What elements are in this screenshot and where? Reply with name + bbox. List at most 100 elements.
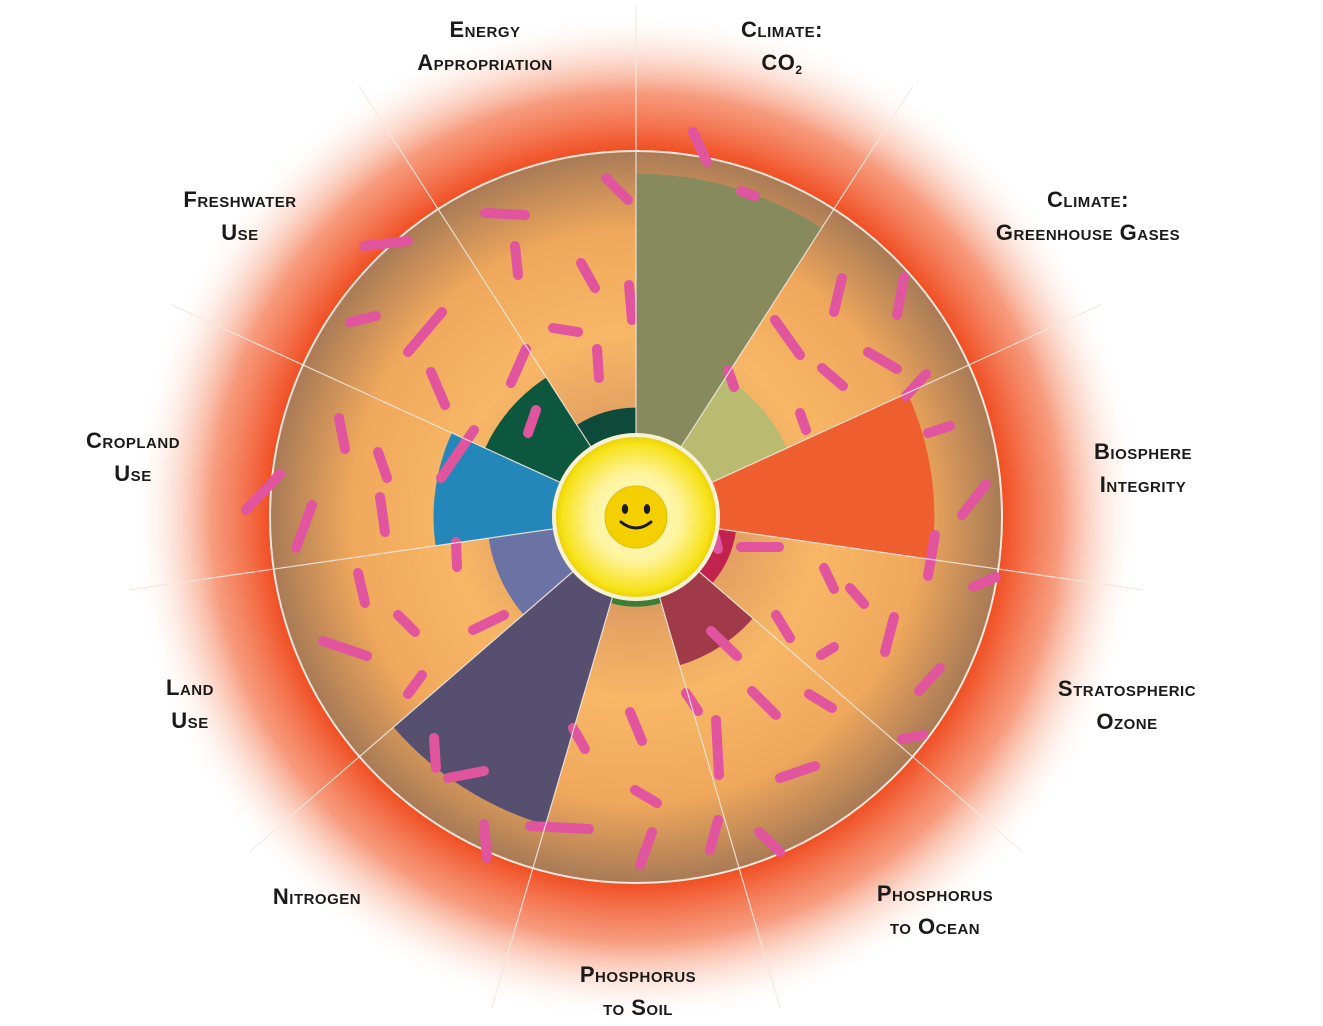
label-line: Biosphere [1094,439,1192,464]
pink-dash [436,425,479,483]
pink-dash [957,479,991,520]
pink-dash [429,733,441,773]
sector-divider [358,85,592,447]
label-phosphorus-soil: Phosphorus to Soil [580,958,696,1024]
sun-icon [552,433,720,601]
label-line: Nitrogen [272,884,362,909]
pink-dash [688,127,712,167]
label-line: Use [114,461,152,486]
pink-dash [426,367,450,410]
label-line: Land [166,675,214,700]
pink-dash [635,827,657,870]
pink-dash [863,347,902,374]
pink-dash [817,363,848,391]
pink-dash [568,723,590,754]
label-line: to Ocean [889,914,981,939]
wedge-cropland [433,432,560,546]
sector-divider [659,597,781,1009]
sector-divider [248,571,573,853]
pink-dash [923,530,940,581]
label-climate-co2: Climate: CO2 [741,13,823,87]
pink-dash [770,315,805,360]
label-phosphorus-ocean: Phosphorus to Ocean [877,877,993,943]
pink-dash [747,686,781,720]
sector-divider [699,571,1024,853]
label-line: Climate: [1047,187,1129,212]
label-line: Climate: [741,17,823,42]
pink-dash [480,208,530,220]
pink-dash [736,186,760,201]
pink-dash [819,563,839,594]
wedge-land-use [488,529,573,615]
pink-dash [353,568,370,608]
wedge-climate-ghg [681,377,787,483]
pink-dash [625,707,647,746]
pink-dash [479,819,492,863]
label-line: Phosphorus [579,962,697,987]
pink-dash [318,636,372,661]
pink-dash [845,583,869,609]
label-line: CO2 [761,50,803,77]
pink-dash [291,500,317,553]
pink-particle-dashes [241,127,1001,870]
wedge-phosphorus-soil [610,597,662,607]
label-line: Cropland [85,428,181,453]
sector-divider [129,528,553,591]
label-line: Appropriation [417,50,553,75]
pink-dash [525,821,594,834]
pink-dash [523,405,541,438]
pink-dash [897,730,928,744]
sector-divider [170,303,560,483]
label-subscript: 2 [795,63,803,77]
wedge-phosphorus-ocean [659,572,753,666]
label-line: Energy [449,17,521,42]
pink-dash [345,311,381,327]
label-line: Integrity [1099,472,1187,497]
pink-dash [923,421,955,438]
sector-dividers [129,5,1143,1009]
label-line: Phosphorus [876,881,994,906]
pink-dash [706,626,742,661]
pink-dash [804,689,837,713]
pink-dash [601,173,633,205]
label-line: Use [221,220,259,245]
sector-divider [712,303,1102,483]
wedge-ozone [699,529,736,584]
boundary-wedges [393,173,935,825]
sector-divider [719,528,1143,591]
pink-dash [359,236,413,251]
sector-divider [491,597,613,1009]
pink-dash [630,785,662,808]
label-line: Greenhouse Gases [995,220,1181,245]
pink-dash [468,610,509,635]
pink-dash [403,670,427,699]
sector-divider [680,85,914,447]
pink-dash [241,469,285,515]
label-climate-ghg: Climate: Greenhouse Gases [996,183,1180,249]
pink-dash [451,537,462,572]
pink-dash [592,344,604,383]
pink-dash [829,273,847,317]
pink-dash [754,827,785,857]
pink-dash [373,447,392,483]
pink-dash [816,642,839,660]
smiley-face-icon [604,485,668,549]
label-nitrogen: Nitrogen [273,880,361,913]
pink-dash [548,323,583,337]
label-line: Ozone [1096,709,1158,734]
wedge-freshwater [485,377,591,483]
pink-dash [506,344,531,388]
pink-dash [403,307,447,357]
label-line: to Soil [603,995,673,1020]
pink-dash [968,572,1001,592]
pink-dash [892,272,909,320]
wedge-nitrogen [393,572,613,825]
label-line: Use [171,708,209,733]
